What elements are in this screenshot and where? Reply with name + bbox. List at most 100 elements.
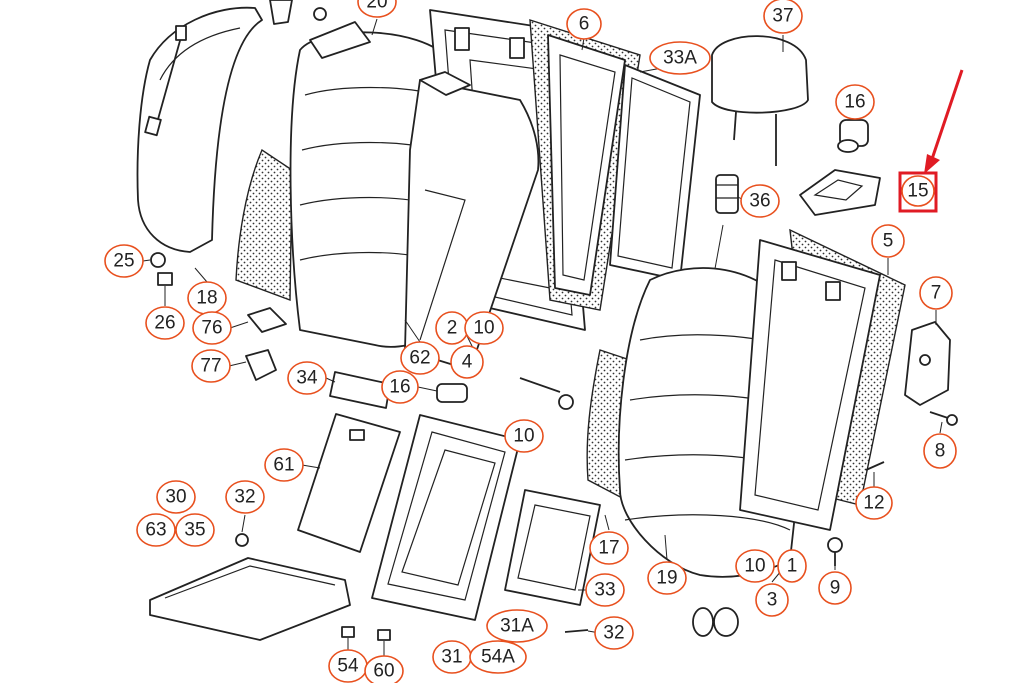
backrest-board-33a <box>609 64 701 281</box>
svg-text:8: 8 <box>935 441 946 462</box>
svg-text:33A: 33A <box>663 48 697 69</box>
callout-36: 36 <box>740 184 780 218</box>
headrest-37 <box>711 35 809 166</box>
svg-text:30: 30 <box>165 487 186 508</box>
clip-76 <box>247 307 287 333</box>
release-button-16-mid <box>436 383 468 403</box>
screw-10-mid <box>519 377 574 410</box>
backrest-panel-6 <box>529 19 641 311</box>
callout-62: 62 <box>400 341 440 375</box>
backrest-foam-pad <box>404 71 540 371</box>
svg-text:76: 76 <box>201 318 222 339</box>
screw-12 <box>865 461 885 471</box>
svg-text:26: 26 <box>154 313 175 334</box>
svg-text:9: 9 <box>830 578 841 599</box>
svg-text:7: 7 <box>931 283 942 304</box>
svg-text:54: 54 <box>337 656 359 677</box>
svg-text:37: 37 <box>772 6 793 27</box>
seat-tray-33 <box>504 489 601 606</box>
svg-text:6: 6 <box>579 14 590 35</box>
callout-37: 37 <box>763 0 803 34</box>
callout-30: 30 <box>156 480 196 514</box>
callout-10-b: 10 <box>504 419 544 453</box>
callout-8: 8 <box>923 433 957 469</box>
callout-19: 19 <box>647 561 687 595</box>
svg-text:25: 25 <box>113 251 134 272</box>
callout-33a: 33A <box>649 41 711 75</box>
washers-bottom <box>692 607 739 637</box>
release-button-16-top <box>837 119 869 153</box>
callout-34: 34 <box>287 361 327 395</box>
svg-text:15: 15 <box>907 181 928 202</box>
callout-63: 63 <box>136 513 176 547</box>
callout-16-mid: 16 <box>381 370 419 404</box>
callout-16-top: 16 <box>835 84 875 120</box>
callout-3: 3 <box>755 583 789 617</box>
svg-text:61: 61 <box>273 455 294 476</box>
clip-26 <box>157 272 173 286</box>
svg-text:12: 12 <box>863 493 884 514</box>
svg-text:20: 20 <box>366 0 387 13</box>
callout-76: 76 <box>192 311 232 345</box>
pad-34 <box>329 371 391 409</box>
seat-belt-strap <box>144 25 187 137</box>
seat-frame <box>371 414 521 621</box>
svg-text:10: 10 <box>744 556 765 577</box>
callout-31: 31 <box>432 640 472 674</box>
callout-32-a: 32 <box>225 480 265 514</box>
callout-9: 9 <box>818 571 852 605</box>
svg-text:31A: 31A <box>500 616 534 637</box>
svg-text:1: 1 <box>787 556 798 577</box>
callout-54a: 54A <box>469 640 527 674</box>
svg-text:2: 2 <box>447 318 458 339</box>
callout-1: 1 <box>777 549 807 583</box>
callout-17: 17 <box>589 531 629 565</box>
svg-text:54A: 54A <box>481 647 515 668</box>
svg-text:10: 10 <box>513 426 534 447</box>
callout-25: 25 <box>104 244 144 278</box>
clip-25 <box>150 252 166 268</box>
upper-left-clip <box>269 0 327 25</box>
svg-text:32: 32 <box>603 623 624 644</box>
callout-5: 5 <box>871 224 905 258</box>
callouts: 20 6 37 33A 16 15 36 5 7 8 12 25 18 26 7… <box>104 0 957 683</box>
svg-text:77: 77 <box>200 356 221 377</box>
svg-text:16: 16 <box>844 92 865 113</box>
callout-15: 15 <box>898 171 938 213</box>
callout-7: 7 <box>919 276 953 310</box>
bolt-8 <box>929 411 958 426</box>
callout-33: 33 <box>585 573 625 607</box>
trim-cover-15 <box>799 169 881 216</box>
svg-text:33: 33 <box>594 580 615 601</box>
svg-text:60: 60 <box>373 661 394 682</box>
callout-31a: 31A <box>486 609 548 643</box>
svg-text:32: 32 <box>234 487 255 508</box>
svg-text:31: 31 <box>441 647 462 668</box>
svg-text:36: 36 <box>749 191 770 212</box>
callout-60: 60 <box>364 655 404 683</box>
callout-77: 77 <box>191 349 231 383</box>
bolt-32-left <box>235 533 249 547</box>
svg-text:63: 63 <box>145 520 166 541</box>
callout-12: 12 <box>855 486 893 520</box>
clip-77 <box>245 349 277 381</box>
clips-54-60 <box>341 626 391 641</box>
svg-text:34: 34 <box>296 368 318 389</box>
svg-text:5: 5 <box>883 231 894 252</box>
callout-54: 54 <box>328 649 368 683</box>
left-side-bolster <box>136 6 263 253</box>
callout-10-a: 10 <box>464 311 504 345</box>
svg-text:4: 4 <box>462 352 473 373</box>
svg-text:16: 16 <box>389 377 410 398</box>
svg-text:35: 35 <box>184 520 205 541</box>
svg-text:17: 17 <box>598 538 619 559</box>
svg-text:18: 18 <box>196 288 217 309</box>
callout-18: 18 <box>187 281 227 315</box>
callout-32-b: 32 <box>594 616 634 650</box>
bolt-32-right <box>564 629 589 633</box>
callout-10-c: 10 <box>735 549 775 583</box>
callout-2: 2 <box>435 311 469 345</box>
clip-9 <box>827 537 843 566</box>
callout-35: 35 <box>175 513 215 547</box>
